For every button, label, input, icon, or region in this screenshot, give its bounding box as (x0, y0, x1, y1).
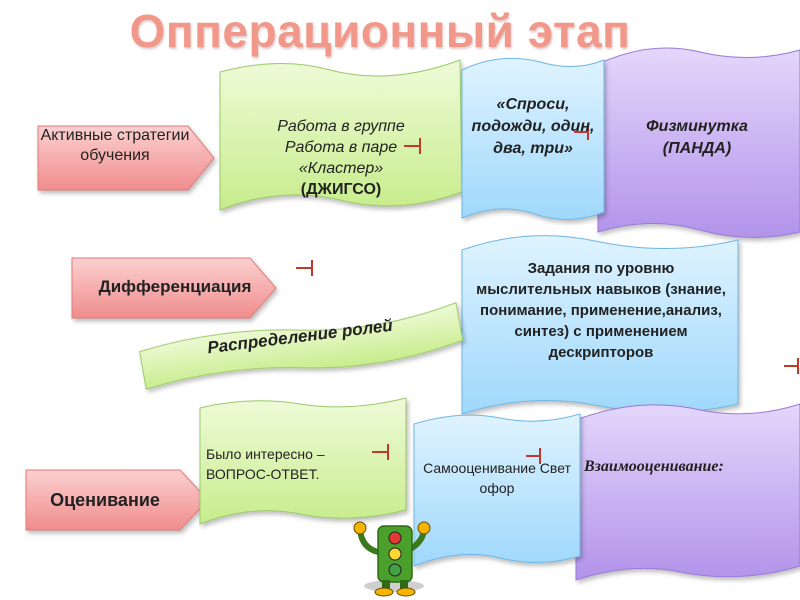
self-assessment-text: Самооценивание Светофор (423, 460, 571, 496)
arrow-label-evaluation: Оценивание (50, 490, 160, 510)
interesting-text: Было интересно – ВОПРОС-ОТВЕТ. (206, 446, 325, 482)
peer-assessment-text: Взаимооценивание: (584, 458, 724, 475)
tasks-text: Задания по уровню мыслительных навыков (… (476, 260, 726, 361)
banner-ask-wait (461, 57, 605, 221)
banner-fizminutka (597, 47, 800, 239)
pen-mark-icon (296, 260, 313, 276)
pen-mark-icon (526, 448, 541, 464)
traffic-light-mascot-icon (353, 521, 431, 597)
group-work-line-4: (ДЖИГСО) (300, 181, 382, 198)
group-work-line-2: Работа в паре (284, 139, 398, 156)
arrow-active-strategies (37, 125, 215, 191)
banner-tasks (461, 235, 739, 415)
ask-wait-text: «Спроси, подожди, один, два, три» (471, 96, 595, 157)
pen-mark-icon (574, 124, 589, 140)
group-work-line-1: Работа в группе (277, 118, 405, 135)
arrow-label-active-strategies: Активные стратегии обучения (40, 127, 190, 164)
pen-mark-icon (404, 138, 421, 154)
arrow-differentiation (71, 257, 277, 319)
pen-mark-icon (372, 444, 389, 460)
group-work-line-3: «Кластер» (298, 160, 384, 177)
banner-peer-assessment (575, 403, 800, 581)
pen-mark-icon (784, 358, 799, 374)
page-title: Опперационный этап (129, 5, 631, 57)
arrow-evaluation (25, 469, 209, 531)
banner-self-assessment (413, 413, 581, 567)
fizminutka-text: Физминутка (ПАНДА) (646, 118, 748, 157)
group-work-text: Работа в группе Работа в паре «Кластер» … (226, 116, 456, 200)
banner-interesting (199, 397, 407, 525)
arrow-label-differentiation: Дифференциация (98, 277, 252, 296)
banner-roles (139, 301, 464, 390)
